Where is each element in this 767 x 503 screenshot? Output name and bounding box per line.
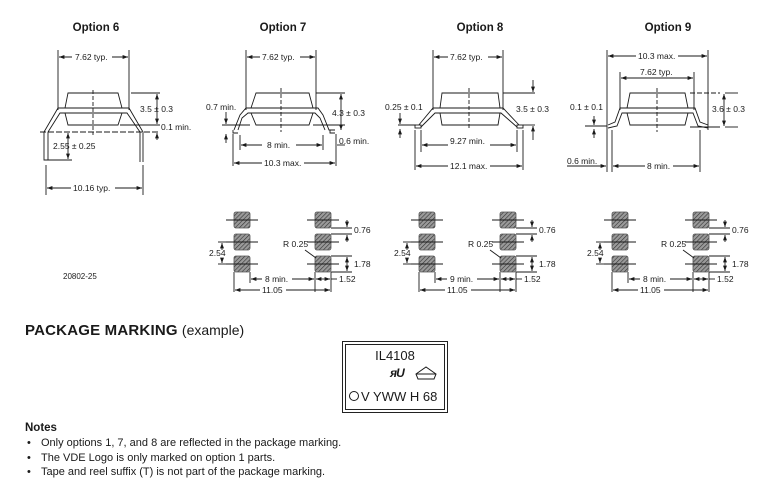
dim-label: 11.05 xyxy=(640,285,661,295)
footprint-1-labels: 0.76 R 0.25 2.54 1.78 8 min. 1.52 11.05 xyxy=(209,225,371,295)
dim-label: 0.76 xyxy=(539,225,556,235)
option-9-title: Option 9 xyxy=(644,22,692,34)
dim-label: 0.1 min. xyxy=(161,122,191,132)
option-7-title: Option 7 xyxy=(259,22,307,34)
dim-label: 3.6 ± 0.3 xyxy=(712,104,745,114)
dim-label: 3.5 ± 0.3 xyxy=(140,104,173,114)
dim-label: 0.25 ± 0.1 xyxy=(385,102,423,112)
note-item: Tape and reel suffix (T) is not part of … xyxy=(25,465,445,480)
dim-label: 10.3 max. xyxy=(264,158,301,168)
dim-label: 8 min. xyxy=(643,274,666,284)
notes-list: Only options 1, 7, and 8 are reflected i… xyxy=(25,436,445,480)
dim-label: R 0.25 xyxy=(283,239,308,249)
dim-label: 0.7 min. xyxy=(206,102,236,112)
dim-label: 0.76 xyxy=(354,225,371,235)
note-item: The VDE Logo is only marked on option 1 … xyxy=(25,451,445,466)
dim-label: 11.05 xyxy=(447,285,468,295)
dim-label: 4.3 ± 0.3 xyxy=(332,108,365,118)
dim-label: 1.52 xyxy=(524,274,541,284)
dim-label: R 0.25 xyxy=(661,239,686,249)
dim-label: 3.5 ± 0.3 xyxy=(516,104,549,114)
dim-label: 11.05 xyxy=(262,285,283,295)
dim-label: 9 min. xyxy=(450,274,473,284)
dim-label: 0.6 min. xyxy=(567,156,597,166)
dim-label: 1.78 xyxy=(732,259,749,269)
option-8-labels: 7.62 typ. 0.25 ± 0.1 3.5 ± 0.3 9.27 min.… xyxy=(385,52,549,171)
dim-label: R 0.25 xyxy=(468,239,493,249)
option-7-labels: 7.62 typ. 0.7 min. 4.3 ± 0.3 8 min. 0.6 … xyxy=(206,52,369,168)
footprint-2-labels: 0.76 R 0.25 2.54 1.78 9 min. 1.52 11.05 xyxy=(394,225,556,295)
footprint-3-labels: 0.76 R 0.25 2.54 1.78 8 min. 1.52 11.05 xyxy=(587,225,749,295)
dim-label: 10.3 max. xyxy=(638,51,675,61)
dim-label: 8 min. xyxy=(265,274,288,284)
notes-title: Notes xyxy=(25,422,57,434)
footprint-3-drawing xyxy=(596,211,730,292)
package-marking-heading: PACKAGE MARKING (example) xyxy=(25,322,244,339)
dim-label: 0.1 ± 0.1 xyxy=(570,102,603,112)
dim-label: 2.54 xyxy=(394,248,411,258)
marking-bottom-line: V YWW H 68 xyxy=(349,389,443,404)
dim-label: 7.62 typ. xyxy=(262,52,295,62)
note-item: Only options 1, 7, and 8 are reflected i… xyxy=(25,436,445,451)
vde-logo-icon xyxy=(415,366,437,380)
pin1-circle-icon xyxy=(349,391,359,401)
dim-label: 8 min. xyxy=(647,161,670,171)
dim-label: 12.1 max. xyxy=(450,161,487,171)
dim-label: 0.76 xyxy=(732,225,749,235)
dim-label: 2.55 ± 0.25 xyxy=(53,141,96,151)
package-marking-box: IL4108 ᴙU V YWW H 68 xyxy=(342,341,448,413)
dim-label: 1.52 xyxy=(717,274,734,284)
dim-label: 7.62 typ. xyxy=(640,67,673,77)
dim-label: 2.54 xyxy=(587,248,604,258)
dim-label: 1.52 xyxy=(339,274,356,284)
figure-id: 20802-25 xyxy=(63,272,97,281)
package-marking-title: PACKAGE MARKING xyxy=(25,322,178,339)
dim-label: 7.62 typ. xyxy=(75,52,108,62)
option-6-drawing xyxy=(40,50,160,195)
dim-label: 0.6 min. xyxy=(339,136,369,146)
date-code-text: V YWW H 68 xyxy=(361,389,438,404)
dim-label: 8 min. xyxy=(267,140,290,150)
dim-label: 7.62 typ. xyxy=(450,52,483,62)
part-number: IL4108 xyxy=(375,348,415,363)
option-6-title: Option 6 xyxy=(72,22,120,34)
dim-label: 1.78 xyxy=(354,259,371,269)
dim-label: 9.27 min. xyxy=(450,136,485,146)
ul-logo-icon: ᴙU xyxy=(390,366,405,380)
option-6-labels: 7.62 typ. 3.5 ± 0.3 0.1 min. 2.55 ± 0.25… xyxy=(53,52,191,193)
option-8-title: Option 8 xyxy=(456,22,504,34)
dim-label: 1.78 xyxy=(539,259,556,269)
option-9-labels: 10.3 max. 7.62 typ. 0.1 ± 0.1 3.6 ± 0.3 … xyxy=(567,51,745,171)
dim-label: 2.54 xyxy=(209,248,226,258)
package-marking-subtitle: (example) xyxy=(181,322,245,338)
dim-label: 10.16 typ. xyxy=(73,183,110,193)
